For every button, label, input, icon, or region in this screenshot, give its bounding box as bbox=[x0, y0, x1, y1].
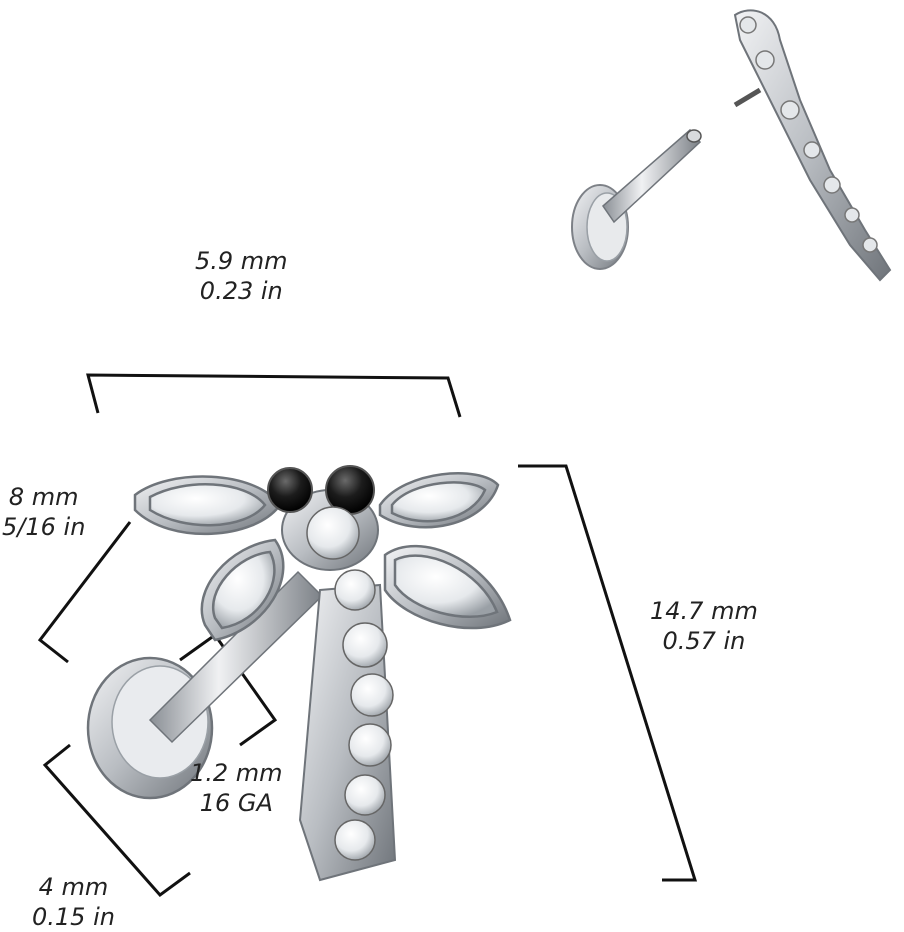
disc-metric: 4 mm bbox=[38, 873, 109, 901]
gauge-dimension-label: 1.2 mm 16 GA bbox=[190, 758, 283, 818]
dragonfly-tail bbox=[298, 569, 397, 882]
gauge-metric: 1.2 mm bbox=[190, 759, 283, 787]
total-length-metric: 14.7 mm bbox=[650, 597, 758, 625]
disc-dimension-label: 4 mm 0.15 in bbox=[32, 872, 115, 932]
head-height-metric: 8 mm bbox=[8, 483, 79, 511]
total-length-dimension-label: 14.7 mm 0.57 in bbox=[650, 596, 758, 656]
width-metric: 5.9 mm bbox=[195, 247, 288, 275]
head-height-bracket bbox=[37, 521, 132, 664]
gauge-bracket bbox=[179, 632, 278, 747]
dragonfly-wings bbox=[133, 472, 512, 642]
width-dimension-label: 5.9 mm 0.23 in bbox=[195, 246, 288, 306]
total-length-imperial: 0.57 in bbox=[662, 627, 746, 655]
side-view-jewelry bbox=[571, 9, 892, 282]
disc-imperial: 0.15 in bbox=[32, 903, 115, 931]
dimension-lines bbox=[37, 373, 698, 898]
head-height-imperial: 5/16 in bbox=[2, 513, 86, 541]
head-height-dimension-label: 8 mm 5/16 in bbox=[2, 482, 85, 542]
disc-bracket bbox=[42, 743, 191, 898]
front-view-jewelry bbox=[86, 465, 512, 882]
width-imperial: 0.23 in bbox=[199, 277, 283, 305]
dragonfly-head bbox=[267, 465, 379, 571]
gauge-imperial: 16 GA bbox=[199, 789, 273, 817]
total-length-bracket bbox=[518, 464, 698, 882]
width-bracket bbox=[86, 373, 462, 418]
